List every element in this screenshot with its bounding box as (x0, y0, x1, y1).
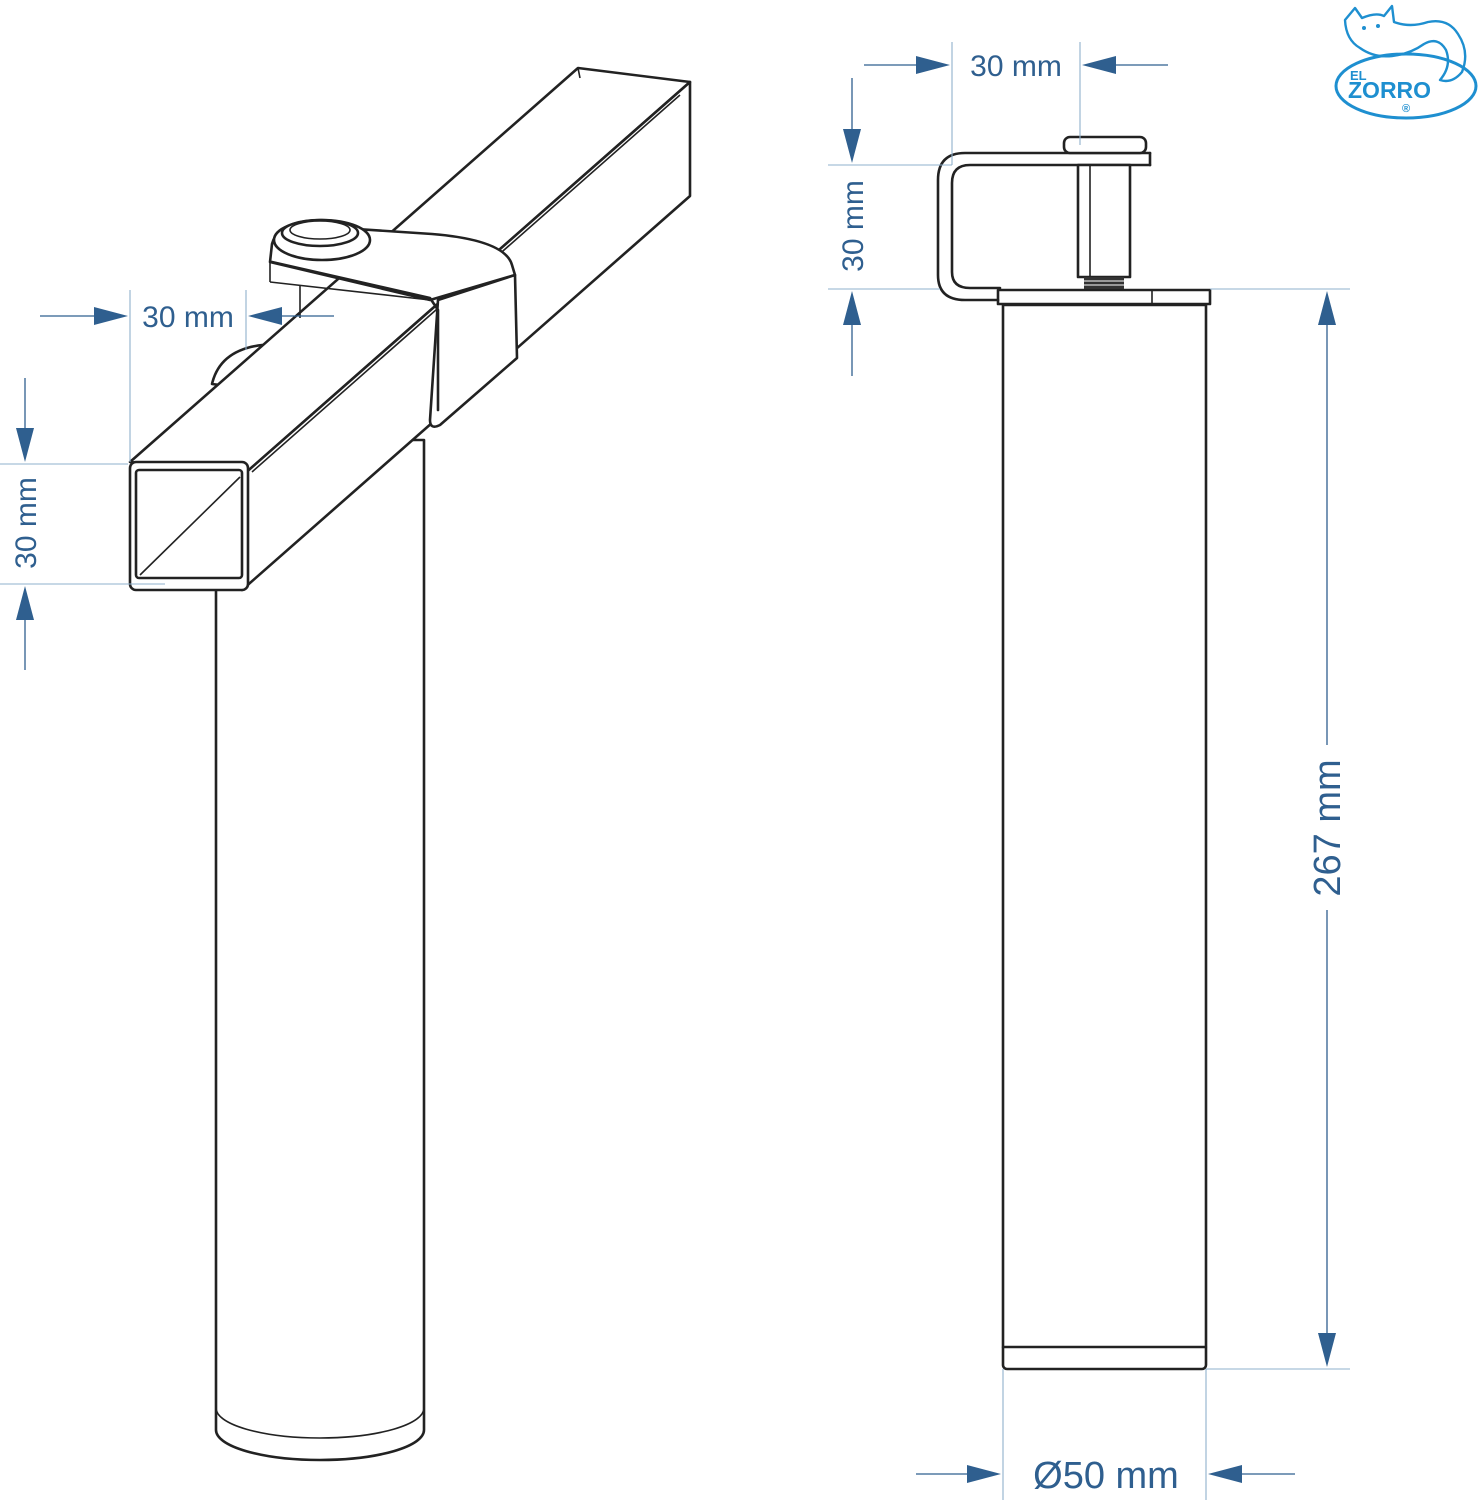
logo-el: EL (1350, 68, 1367, 83)
bolt-head (1062, 135, 1148, 155)
diameter-label: Ø50 mm (1033, 1455, 1179, 1497)
length-label: 267 mm (1307, 759, 1349, 896)
bolt-thread (1084, 277, 1124, 289)
side-view (936, 135, 1212, 1371)
right-height-label: 30 mm (837, 180, 870, 272)
dimension-right-height: 30 mm (828, 78, 952, 376)
u-bracket (936, 151, 1152, 302)
dimension-diameter: Ø50 mm (916, 1369, 1295, 1500)
dimension-length: 267 mm (1206, 288, 1350, 1370)
left-width-label: 30 mm (142, 301, 234, 334)
bolt-shank (1076, 163, 1132, 279)
right-width-label: 30 mm (970, 50, 1062, 83)
clamp-side-plate (428, 273, 519, 428)
dimension-left-height: 30 mm (0, 378, 165, 670)
fox-icon (1343, 4, 1467, 83)
dimension-left-width: 30 mm (40, 290, 334, 462)
dimension-right-width: 30 mm (864, 42, 1168, 165)
logo-zorro: ZORRO (1348, 77, 1431, 103)
round-tube-bottom-ring (215, 1407, 425, 1439)
tube-body (1001, 303, 1208, 1349)
isometric-view (128, 66, 692, 1462)
logo-registered: ® (1402, 103, 1410, 115)
left-height-label: 30 mm (10, 477, 43, 569)
el-zorro-logo: EL ZORRO ® (1334, 4, 1478, 120)
top-plate (996, 288, 1212, 306)
round-tube-body (214, 438, 426, 1462)
